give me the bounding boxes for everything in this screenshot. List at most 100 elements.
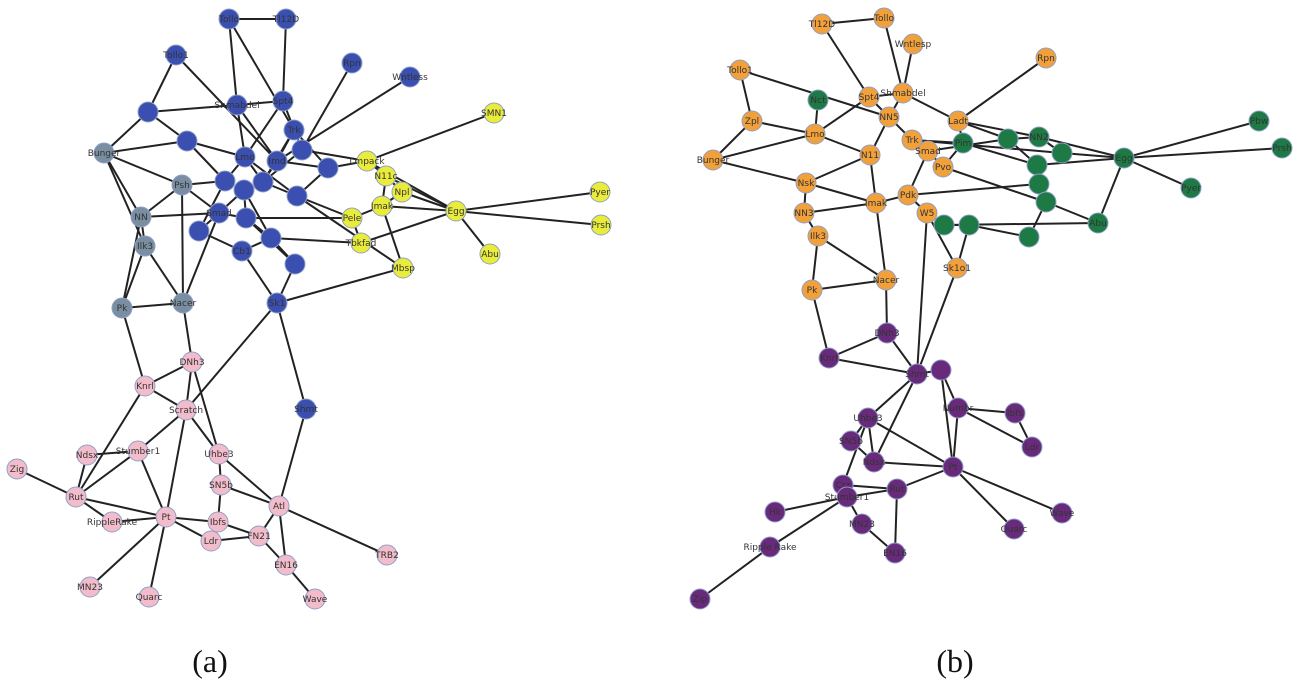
network-node: TRB2 [374,544,399,566]
node-circle [897,184,919,206]
network-edge [278,408,307,507]
node-label: Nacer [873,276,900,286]
network-node: Lmo [804,123,826,145]
network-edge [381,205,457,212]
node-circle [946,257,968,279]
network-node: EN16 [274,554,298,576]
network-node: Nacer [873,269,900,291]
node-circle [218,8,240,30]
network-edge [75,496,167,518]
node-circle [284,253,306,275]
node-label: N11c [374,172,397,182]
network-node [1035,191,1057,213]
node-label: W5 [920,209,935,219]
node-label: Rpn [1037,54,1055,64]
network-node: Wave [303,588,328,610]
network-node: DNh3 [874,322,900,344]
node-label: Pk [807,286,818,296]
network-node: Ldr [1021,436,1043,458]
network-edge [181,184,184,304]
node-label: Pk [117,304,128,314]
network-edge [805,154,871,184]
network-edge [962,142,1038,166]
network-node [284,253,306,275]
node-circle [906,363,928,385]
node-label: Cb1 [233,247,251,257]
network-node: Pdk [897,184,919,206]
network-node: Ndsx [76,444,99,466]
node-circle [266,292,288,314]
node-circle [260,227,282,249]
network-edge [875,202,887,281]
network-edge [957,120,1040,138]
node-circle [1028,126,1050,148]
network-node: Wntlesp [895,33,932,55]
node-circle [689,588,711,610]
node-circle [836,486,858,508]
node-circle [181,351,203,373]
network-node: Tollo1 [726,59,753,81]
node-label: Nct [810,96,826,106]
network-edge [276,267,404,304]
network-edge [1097,157,1125,224]
node-circle [1035,191,1057,213]
node-label: Uhbe3 [204,450,233,460]
network-node [958,214,980,236]
node-circle [101,511,123,533]
network-node: Pt [942,456,964,478]
network-node: Lmo [234,146,256,168]
node-circle [79,576,101,598]
network-node: Knrl [134,375,156,397]
network-edge [381,205,404,269]
network-edge [1123,120,1260,159]
network-node: Wntless [392,66,428,88]
network-node: MN23 [77,576,103,598]
network-node: NN3 [793,202,815,224]
network-node [233,179,255,201]
node-label: Trk [904,136,919,146]
node-circle [932,156,954,178]
network-node: Spt4 [858,86,880,108]
node-circle [137,101,159,123]
network-edge [103,140,188,154]
node-circle [947,397,969,419]
network-edge [952,466,1015,530]
network-edge [811,289,830,359]
node-circle [1051,502,1073,524]
network-node: Abu [1087,212,1109,234]
node-circle [901,129,923,151]
network-edge [103,152,183,186]
network-edge [137,409,187,452]
network-node: DNh3 [179,351,205,373]
network-node: Bunger [88,142,121,164]
node-circle [947,110,969,132]
network-node [1026,154,1048,176]
node-circle [176,130,198,152]
network-node [286,185,308,207]
panel-caption-b: (b) [936,643,974,679]
node-circle [283,119,305,141]
network-edge [191,361,220,455]
node-circle [729,59,751,81]
node-label: Imd [268,157,285,167]
node-circle [851,513,873,535]
network-node: Tollo1 [162,44,189,66]
node-label: Shmt [294,405,318,415]
node-label: Egg [447,207,464,217]
network-node [1051,142,1073,164]
node-circle [878,106,900,128]
network-edge [942,166,1047,203]
node-label: Spt4 [273,97,294,107]
node-circle [317,157,339,179]
network-edge [828,357,918,375]
node-circle [392,257,414,279]
network-node: Pyer [1180,177,1202,199]
node-circle [286,185,308,207]
node-label: Rpn [343,59,361,69]
node-label: Wntlesp [895,40,932,50]
node-circle [304,588,326,610]
network-node: RippleRake [87,511,138,533]
node-circle [295,398,317,420]
network-edge [873,461,954,468]
node-circle [171,174,193,196]
